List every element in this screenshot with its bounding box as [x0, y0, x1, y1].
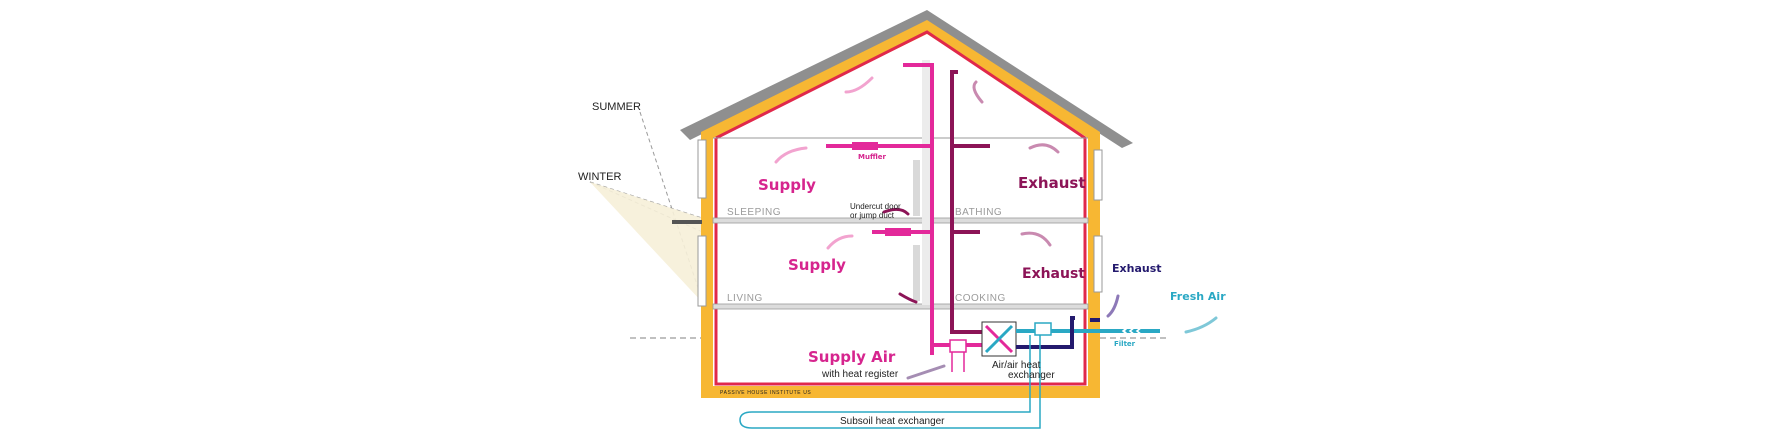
label-muffler: Muffler — [858, 153, 887, 161]
central-shaft — [922, 60, 930, 305]
airflow-arrow-attic-left — [844, 76, 874, 94]
label-undercut-door-line1: Undercut door — [850, 202, 901, 211]
airflow-arrow-fresh-air — [1184, 316, 1218, 334]
floor-middle — [712, 303, 1089, 310]
airflow-arrow-upper-exhaust — [1028, 143, 1060, 154]
airflow-arrow-middle-supply — [826, 234, 854, 250]
partition-lower — [913, 245, 920, 301]
airflow-arrow-basement-supply — [906, 364, 946, 380]
fresh-air-fan — [1034, 322, 1052, 336]
label-exhaust-outside: Exhaust — [1112, 262, 1162, 275]
label-supply-middle: Supply — [788, 256, 846, 274]
window-upper-right — [1093, 149, 1103, 201]
label-exhaust-upper: Exhaust — [1018, 174, 1086, 192]
label-summer: SUMMER — [592, 101, 641, 113]
label-room-bathing: BATHING — [955, 207, 1002, 218]
floor-upper — [712, 217, 1089, 224]
label-subsoil-heat-exchanger: Subsoil heat exchanger — [840, 416, 945, 427]
window-lower-right — [1093, 235, 1103, 293]
supply-fan — [949, 339, 967, 353]
outgoing-exhaust-duct — [1016, 316, 1075, 349]
window-overhang — [672, 220, 702, 224]
filter-chevrons — [1121, 326, 1143, 336]
label-heat-exchanger-line2: exchanger — [1008, 370, 1055, 381]
exhaust-outlet — [1090, 318, 1100, 322]
label-credit: PASSIVE HOUSE INSTITUTE US — [720, 390, 811, 396]
window-lower-left — [697, 235, 707, 307]
label-fresh-air: Fresh Air — [1170, 290, 1226, 303]
label-heat-register: with heat register — [821, 369, 899, 380]
label-heat-exchanger-line1: Air/air heat — [992, 360, 1041, 371]
label-supply-upper: Supply — [758, 176, 816, 194]
window-upper-left — [697, 139, 707, 199]
label-room-living: LIVING — [727, 293, 763, 304]
label-supply-air: Supply Air — [808, 348, 896, 366]
muffler-upper — [852, 142, 878, 150]
label-winter: WINTER — [578, 171, 621, 183]
label-room-cooking: COOKING — [955, 293, 1006, 304]
label-filter: Filter — [1114, 340, 1136, 348]
muffler-middle — [885, 228, 911, 236]
label-exhaust-middle: Exhaust — [1022, 266, 1085, 282]
airflow-arrow-cooking — [898, 292, 918, 304]
heat-exchanger-cross-b — [984, 324, 1014, 354]
partition-upper — [913, 160, 920, 216]
airflow-arrow-middle-exhaust — [1020, 231, 1052, 247]
exhaust-duct-main — [950, 70, 1002, 334]
label-undercut-door-line2: or jump duct — [850, 211, 895, 220]
airflow-arrow-undercut — [882, 207, 910, 216]
airflow-arrow-upper-supply — [774, 146, 808, 164]
label-room-sleeping: SLEEPING — [727, 207, 781, 218]
airtight-layer — [714, 30, 1087, 386]
subsoil-heat-exchanger-loop — [739, 335, 1041, 429]
airflow-arrow-exhaust-outside — [1106, 294, 1120, 318]
airflow-arrow-attic-right — [972, 80, 984, 104]
